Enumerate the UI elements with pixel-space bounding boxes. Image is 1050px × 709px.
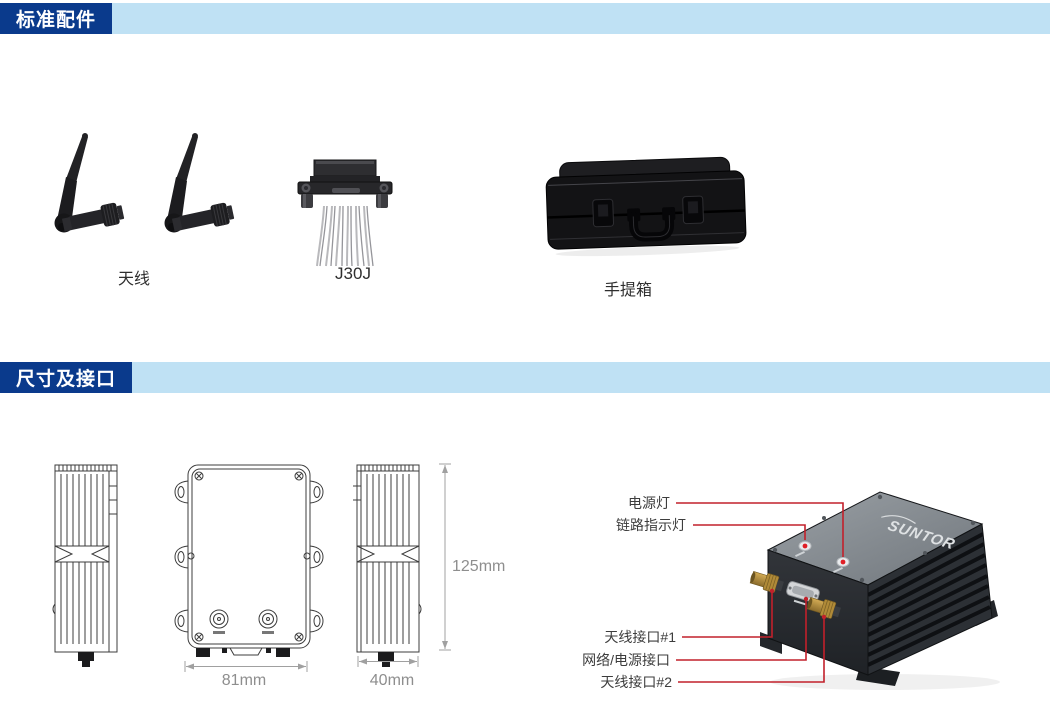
antenna-port-2 [806,597,841,619]
caption-antenna: 天线 [117,271,150,288]
link-led [795,541,812,558]
section-title-dimensions: 尺寸及接口 [0,362,133,393]
callout-power-led: 电源灯 [628,495,670,511]
callout-leader-lines [676,502,844,683]
dimension-arrow-40mm [357,656,419,667]
antenna-port-1 [749,571,784,593]
antenna-icon [164,133,235,233]
drawing-side-view-right [353,464,422,667]
case-image [545,156,747,257]
section-bar-dimensions: 尺寸及接口 [0,362,1050,393]
antenna-icon [54,133,125,233]
j30j-wires [316,205,370,267]
j30j-wires-shade [319,205,374,267]
dimension-label-height: 125mm [452,558,506,575]
drawing-front-view [174,464,324,657]
drawing-side-view-left [52,464,118,667]
antennas-image [54,133,235,233]
front-connector-circles [209,609,278,629]
dimension-label-depth: 40mm [369,672,415,689]
power-led [833,557,850,574]
section-bar-accessories: 标准配件 [0,3,1050,34]
callout-network-power-port: 网络/电源接口 [582,652,670,668]
dimension-arrow-81mm [184,661,308,672]
device-photo: SUNTOR [749,491,1000,690]
callout-antenna-port-1: 天线接口#1 [604,629,676,645]
dimension-label-width: 81mm [221,672,267,689]
callout-link-led: 链路指示灯 [616,517,686,533]
device-screws [772,494,976,583]
section-title-accessories: 标准配件 [0,3,113,34]
case-icon [545,156,747,257]
j30j-image [297,159,393,267]
network-power-port [786,581,820,606]
dimension-arrow-125mm [439,463,451,651]
callout-antenna-port-2: 天线接口#2 [600,674,672,690]
caption-case: 手提箱 [603,282,652,299]
caption-j30j: J30J [335,264,371,283]
j30j-connector-icon [297,159,393,208]
